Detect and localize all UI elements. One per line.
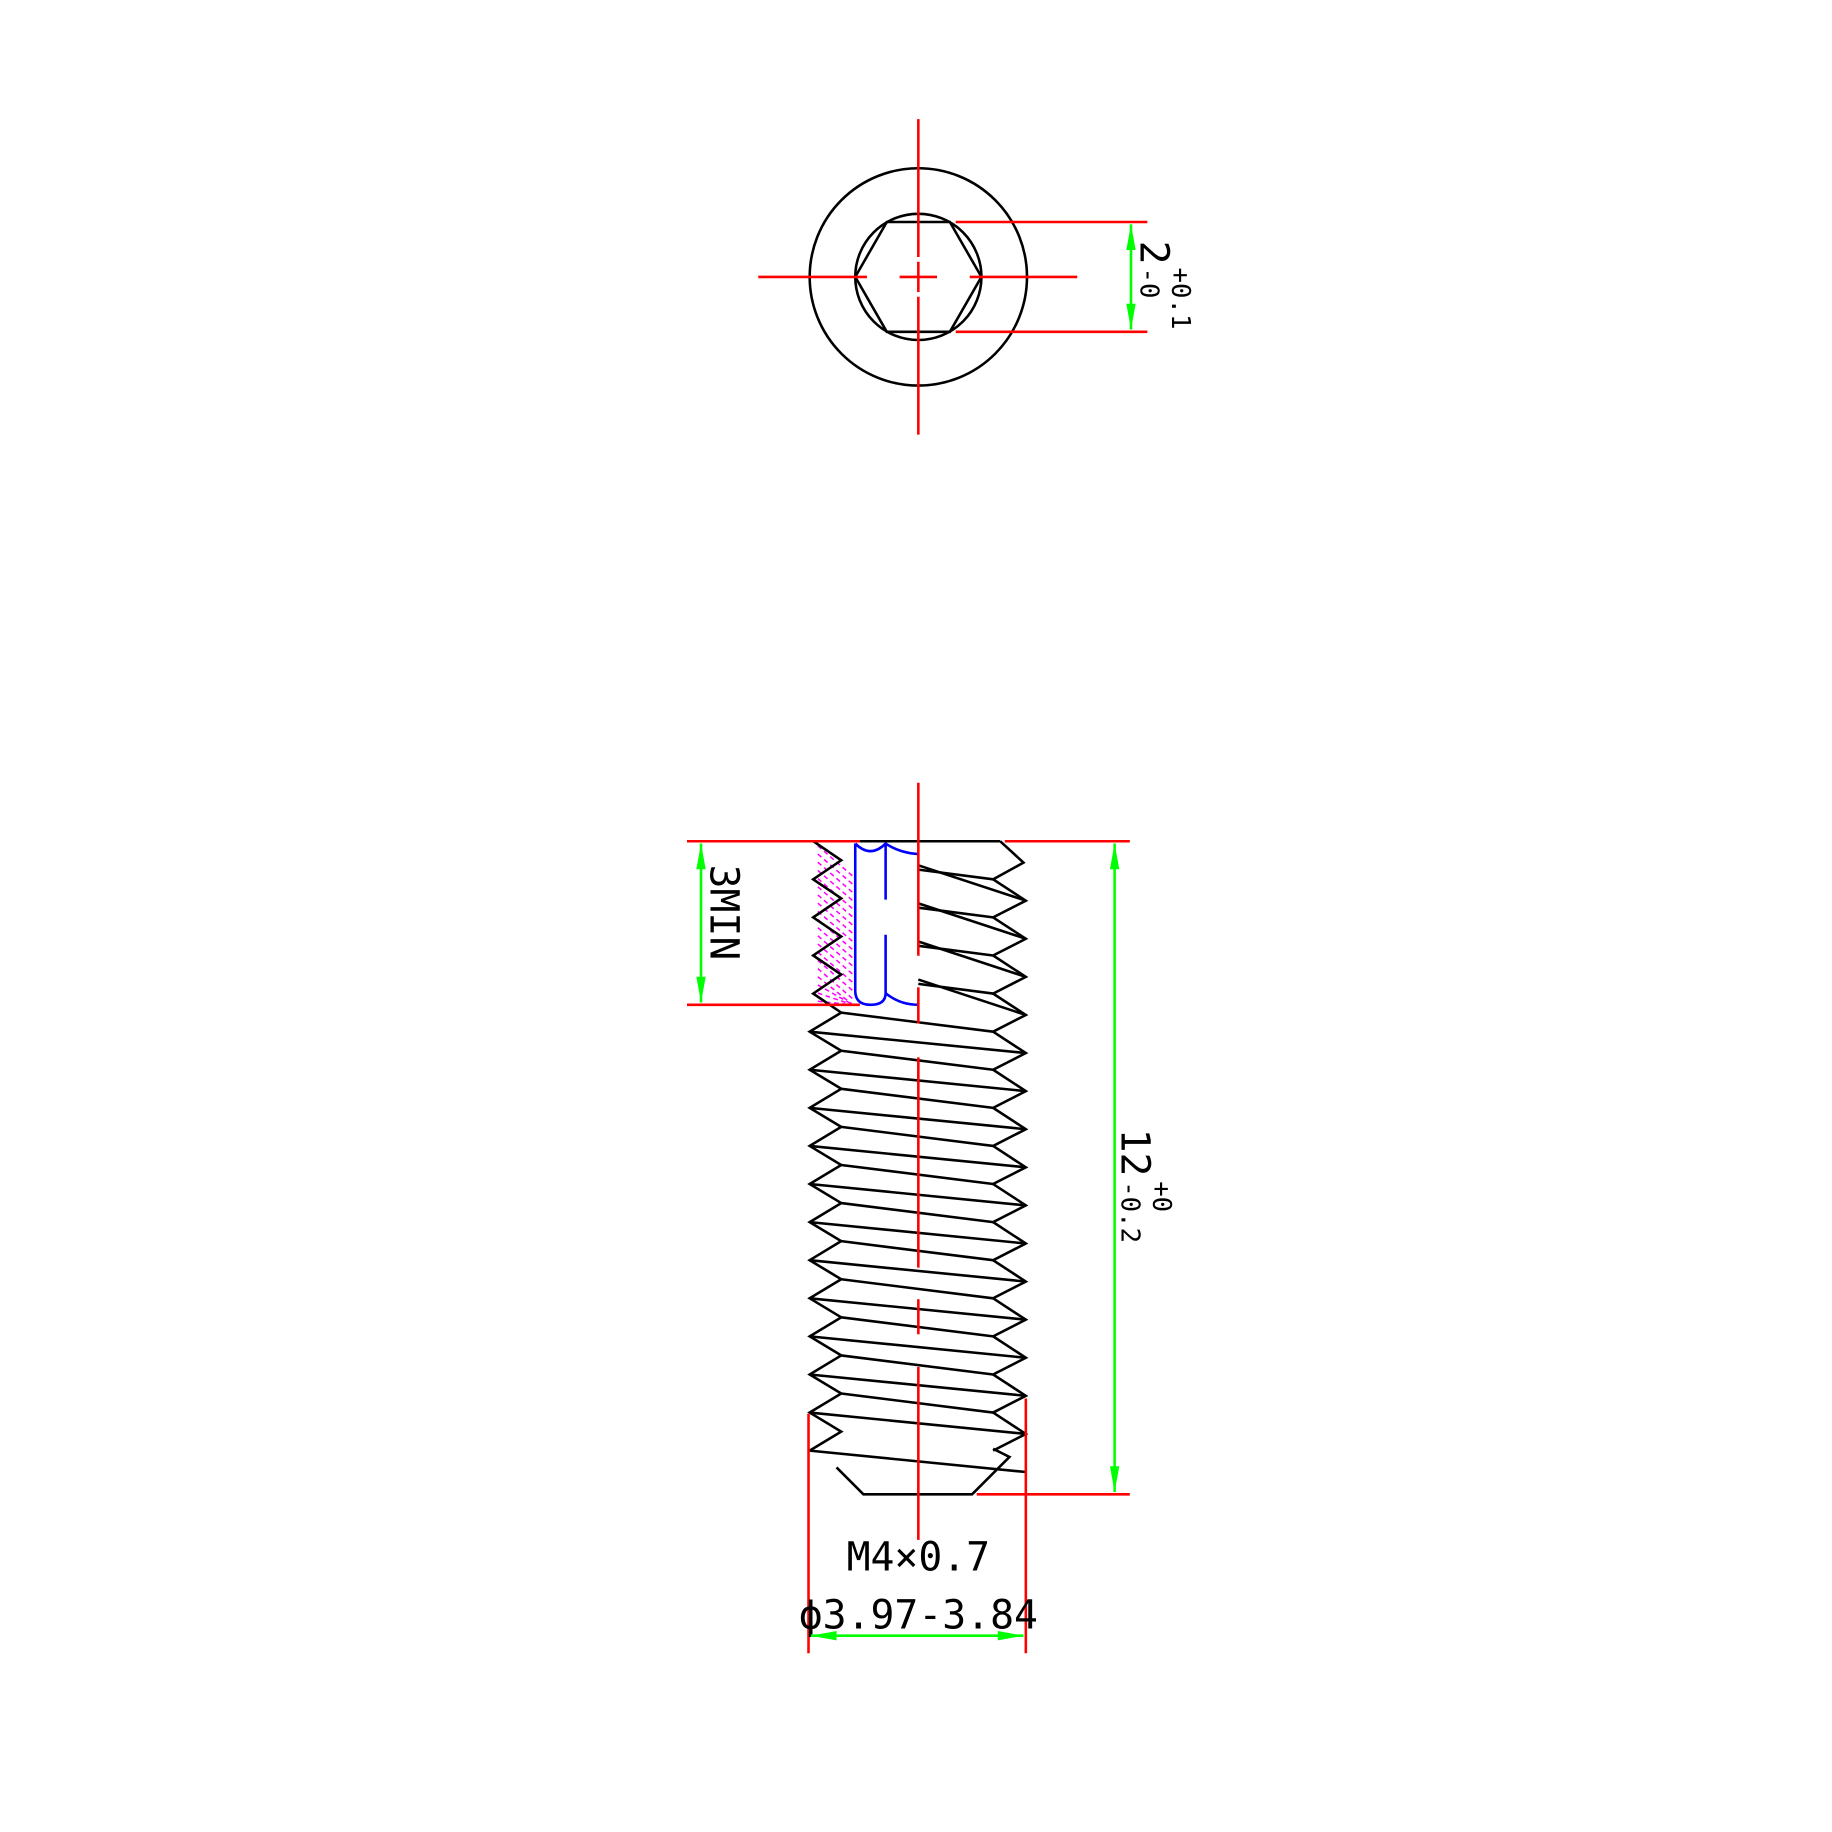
arrow-head (810, 1631, 837, 1641)
thread-crest-line (809, 1030, 1026, 1055)
thread-root-line (918, 868, 994, 881)
arrow-head (1109, 843, 1120, 870)
arrow-head (696, 976, 706, 1003)
thread-root-line (918, 944, 994, 957)
dim-lower-tol: -0.2 (1115, 1181, 1145, 1243)
arrow-head (1109, 1466, 1120, 1493)
hatch-line (817, 853, 854, 886)
socket-dimension-label: 2 +0.1 -0 (1130, 241, 1195, 330)
dim-lower-tol: -0 (1133, 268, 1163, 299)
arrow-head (696, 843, 706, 870)
side-view: 3MIN 12 +0 -0.2 M4×0.7 ϕ3.97-3.84 (687, 782, 1177, 1654)
dim-upper-tol: +0 (1146, 1181, 1176, 1212)
top-view: 2 +0.1 -0 (758, 119, 1195, 435)
thread-root-line (841, 1277, 994, 1300)
thread-root-line (841, 1354, 994, 1376)
thread-crest-line (917, 940, 1027, 979)
thread-root-line (918, 982, 994, 995)
thread-crest-line (917, 864, 1027, 902)
hatch-line (817, 902, 854, 935)
arrow-head (1126, 224, 1136, 251)
hatch-line (817, 992, 854, 1006)
dim-nominal: 2 (1130, 241, 1176, 265)
length-dimension-label: 12 +0 -0.2 (1112, 1129, 1177, 1243)
hex-socket-section (853, 841, 919, 1007)
thread-crest-line (809, 1335, 1026, 1360)
thread-crest-line (917, 902, 1027, 941)
hatch-line (817, 984, 854, 1006)
hatch-line (817, 910, 854, 943)
dim-upper-tol: +0.1 (1165, 268, 1195, 330)
socket-depth-label: 3MIN (700, 865, 746, 961)
dim-nominal: 12 (1112, 1129, 1158, 1177)
thread-label: M4×0.7 (847, 1534, 990, 1580)
thread-crest-line (917, 978, 1027, 1017)
hatch-line (817, 1000, 853, 1006)
section-hatch (817, 845, 854, 1006)
arrow-head (997, 1631, 1024, 1641)
arrow-head (1126, 303, 1136, 330)
chamfer (835, 1447, 1012, 1496)
diameter-label: ϕ3.97-3.84 (799, 1593, 1038, 1639)
thread-crest-line (809, 1258, 1026, 1283)
hatch-line (817, 861, 854, 894)
thread-root-line (918, 906, 994, 919)
